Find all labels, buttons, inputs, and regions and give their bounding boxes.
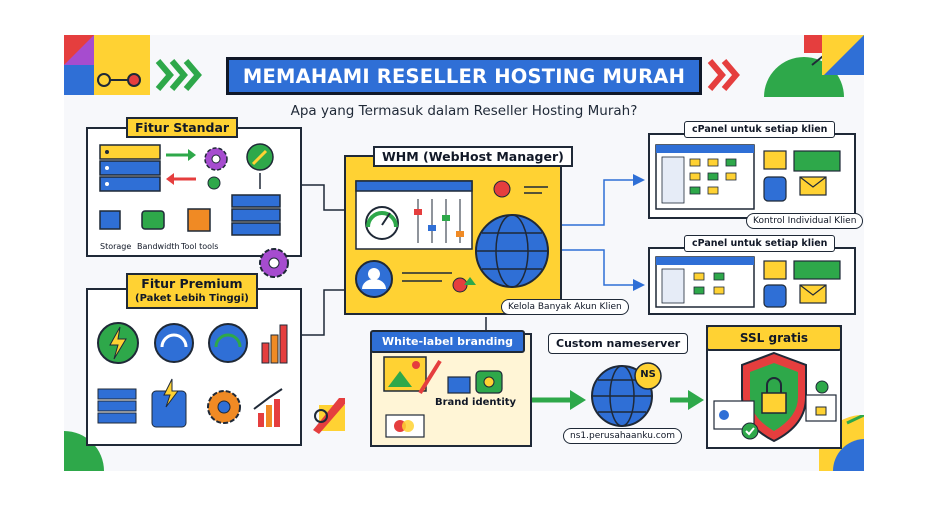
bottom-center-decoration xyxy=(313,398,345,434)
standard-item-tools: Tool tools xyxy=(181,242,219,251)
bar-chart-icon xyxy=(261,324,288,364)
connector-lines xyxy=(302,174,645,336)
gauge-icon xyxy=(154,323,194,363)
standard-item-storage: Storage xyxy=(100,242,132,251)
arrow-to-ssl xyxy=(670,390,704,410)
folder-icon xyxy=(763,150,787,170)
check-icon xyxy=(741,422,759,440)
nameserver-title: Custom nameserver xyxy=(548,333,689,354)
user-icon-top xyxy=(493,180,511,198)
wrench-icon xyxy=(246,143,274,171)
window-icon-2 xyxy=(793,260,841,280)
sliders-icon xyxy=(414,199,464,243)
cpanel-top-window xyxy=(655,144,841,210)
ssl-title: SSL gratis xyxy=(706,325,842,351)
tools-icon xyxy=(187,208,211,232)
standard-features-title: Fitur Standar xyxy=(126,117,239,138)
database-icon-2 xyxy=(763,284,787,308)
growth-chart-icon xyxy=(253,388,283,427)
bottom-left-decoration xyxy=(64,431,104,471)
cpanel-bottom-title: cPanel untuk setiap klien xyxy=(684,235,836,252)
branding-illustration xyxy=(383,356,503,438)
server-icon-right xyxy=(231,194,281,236)
bandwidth-icon xyxy=(141,210,165,230)
premium-features-title: Fitur Premium xyxy=(141,276,243,291)
whm-title: WHM (WebHost Manager) xyxy=(373,146,573,167)
padlock-icon xyxy=(761,392,787,414)
whm-dashboard xyxy=(355,180,549,298)
main-title: MEMAHAMI RESELLER HOSTING MURAH xyxy=(242,64,686,88)
gauge-icon-2 xyxy=(208,323,248,363)
standard-features-diagram xyxy=(99,143,281,236)
subtitle: Apa yang Termasuk dalam Reseller Hosting… xyxy=(290,103,638,119)
branding-title: White-label branding xyxy=(370,330,526,353)
cpanel-top-caption: Kontrol Individual Klien xyxy=(746,213,864,229)
database-bolt-icon xyxy=(151,378,187,428)
top-right-decoration xyxy=(707,35,864,97)
database-icon xyxy=(763,176,787,202)
settings-gear-icon xyxy=(207,390,241,424)
server-icon-premium xyxy=(97,388,137,424)
cpanel-top-title: cPanel untuk setiap klien xyxy=(684,121,836,138)
check-icon-small xyxy=(815,380,829,394)
main-title-banner: MEMAHAMI RESELLER HOSTING MURAH xyxy=(226,57,702,95)
folder-icon-brand xyxy=(447,376,471,394)
server-stack-icon xyxy=(99,144,161,192)
folder-icon-2 xyxy=(763,260,787,280)
top-left-decoration xyxy=(64,35,202,95)
nameserver-badge: NS xyxy=(640,369,656,380)
infographic-canvas: MEMAHAMI RESELLER HOSTING MURAH Apa yang… xyxy=(64,35,864,471)
standard-item-bandwidth: Bandwidth xyxy=(137,242,180,251)
brush-icon xyxy=(418,359,442,395)
whm-caption: Kelola Banyak Akun Klien xyxy=(501,299,629,315)
globe-icon xyxy=(475,214,549,288)
window-icon xyxy=(793,150,841,172)
cpanel-bottom-window xyxy=(655,256,841,308)
premium-features-subtitle: (Paket Lebih Tinggi) xyxy=(135,293,249,304)
gear-large-icon xyxy=(259,248,289,278)
premium-features-diagram xyxy=(97,322,288,428)
nameserver-globe-icon xyxy=(591,362,662,427)
storage-icon xyxy=(99,210,121,230)
ssl-illustration xyxy=(713,351,837,443)
gear-icon xyxy=(204,147,228,171)
premium-features-tag: Fitur Premium (Paket Lebih Tinggi) xyxy=(126,273,258,309)
arrow-to-nameserver xyxy=(532,390,586,410)
branding-caption: Brand identity xyxy=(435,397,517,408)
nameserver-domain: ns1.perusahaanku.com xyxy=(563,428,682,444)
